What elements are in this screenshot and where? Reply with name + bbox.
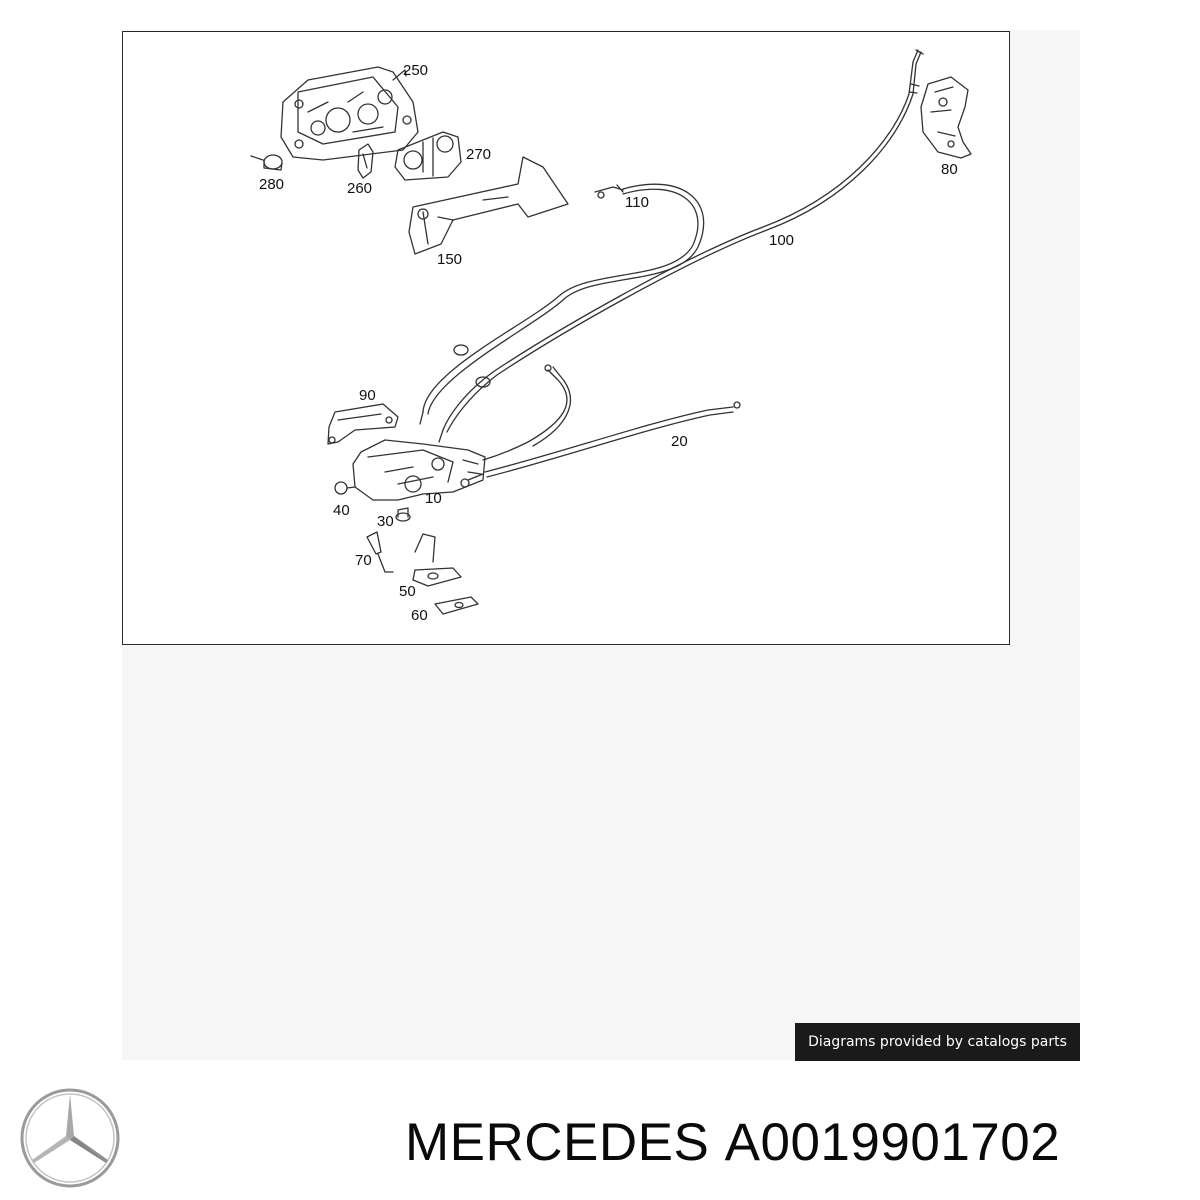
part-250-bracket-drawing [280,66,419,161]
callout-60: 60 [411,607,428,624]
callout-20: 20 [671,433,688,450]
callout-150: 150 [437,251,462,268]
diagram-credit-banner: Diagrams provided by catalogs parts [795,1023,1080,1061]
cable-fittings [419,344,491,443]
cable-20-sheath [460,401,741,488]
cable-100-sheath [442,49,924,433]
part-80-bezel-drawing [920,76,972,159]
part-number: A0019901702 [724,1113,1061,1172]
callout-250: 250 [403,62,428,79]
parts-diagram: 250 270 280 260 80 110 100 150 90 20 10 … [122,31,1010,645]
part-30-bolt-drawing [395,507,411,522]
callout-10: 10 [425,490,442,507]
cable-inner-release [482,364,572,461]
callout-280: 280 [259,176,284,193]
part-50-striker-drawing [412,533,462,587]
callout-110: 110 [625,194,649,211]
mercedes-star-logo-icon [18,1086,122,1190]
cable-110-sheath [422,183,705,415]
part-60-plate-drawing [434,596,479,615]
part-10-door-lock-drawing [352,439,486,501]
callout-50: 50 [399,583,416,600]
brand-name: MERCEDES [405,1113,710,1172]
callout-100: 100 [769,232,794,249]
callout-260: 260 [347,180,372,197]
part-90-bracket-drawing [327,403,399,445]
callout-70: 70 [355,552,372,569]
page-title: MERCEDES A0019901702 [405,1108,1060,1178]
part-150-housing-drawing [408,156,569,255]
part-270-actuator-drawing [394,131,462,181]
callout-30: 30 [377,513,394,530]
part-110-cable-end-drawing [594,184,624,199]
callout-80: 80 [941,161,958,178]
part-280-grommet-drawing [250,154,283,171]
part-70-pin-drawing [366,531,394,573]
part-260-clip-drawing [357,143,374,179]
callout-270: 270 [466,146,491,163]
part-40-screw-drawing [334,481,356,495]
callout-40: 40 [333,502,350,519]
callout-90: 90 [359,387,376,404]
